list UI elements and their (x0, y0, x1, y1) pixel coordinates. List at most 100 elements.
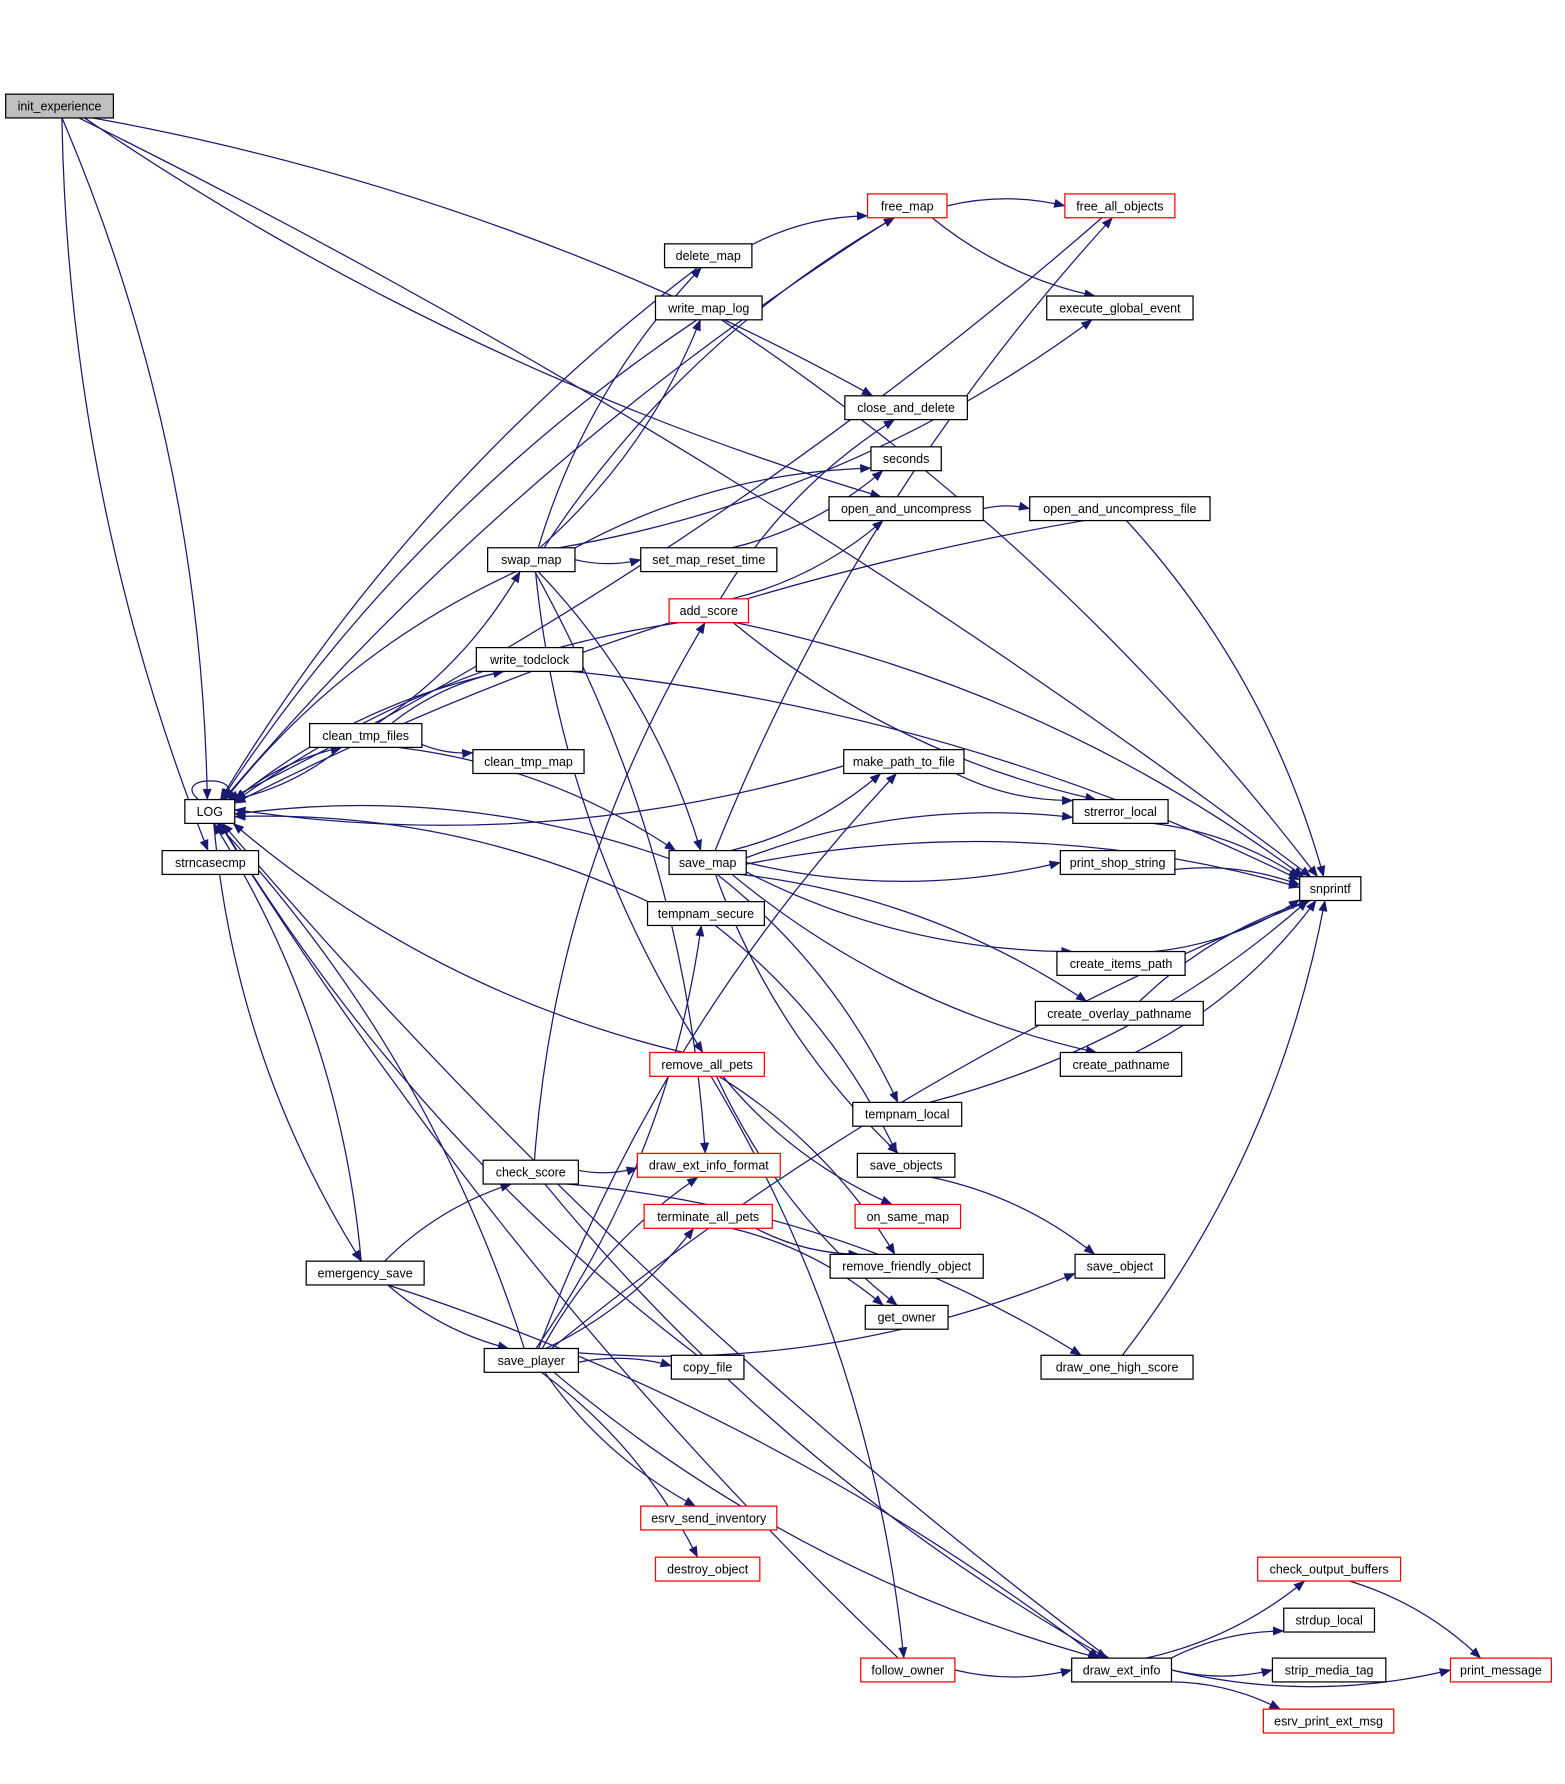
node-box[interactable] (654, 295, 763, 321)
node-box[interactable] (1071, 1657, 1173, 1683)
node-box[interactable] (1056, 950, 1186, 976)
node-box[interactable] (1029, 496, 1211, 522)
node-box[interactable] (1262, 1708, 1395, 1734)
node-box[interactable] (1059, 1051, 1183, 1077)
node-box[interactable] (640, 547, 778, 573)
node-write_todclock[interactable]: write_todclock (475, 646, 584, 673)
node-draw_ext_info_format[interactable]: draw_ext_info_format (636, 1152, 781, 1178)
node-box[interactable] (184, 798, 236, 825)
node-terminate_all_pets[interactable]: terminate_all_pets (643, 1203, 773, 1229)
node-check_score[interactable]: check_score (482, 1159, 579, 1185)
node-save_objects[interactable]: save_objects (856, 1152, 956, 1178)
node-box[interactable] (843, 749, 965, 775)
node-remove_all_pets[interactable]: remove_all_pets (649, 1051, 765, 1077)
node-box[interactable] (636, 1152, 781, 1178)
node-box[interactable] (1449, 1657, 1553, 1683)
node-strncasecmp[interactable]: strncasecmp (161, 849, 260, 876)
node-box[interactable] (646, 901, 765, 927)
node-tempnam_local[interactable]: tempnam_local (852, 1101, 963, 1127)
node-box[interactable] (643, 1203, 773, 1229)
node-get_owner[interactable]: get_owner (864, 1304, 949, 1330)
node-remove_friendly_object[interactable]: remove_friendly_object (829, 1253, 984, 1279)
node-box[interactable] (1040, 1354, 1194, 1380)
node-emergency_save[interactable]: emergency_save (305, 1260, 425, 1286)
node-box[interactable] (161, 849, 260, 876)
node-make_path_to_file[interactable]: make_path_to_file (843, 749, 965, 775)
node-save_player[interactable]: save_player (483, 1347, 579, 1373)
node-box[interactable] (483, 1347, 579, 1373)
node-create_overlay_pathname[interactable]: create_overlay_pathname (1034, 1000, 1204, 1026)
node-box[interactable] (475, 646, 584, 673)
node-box[interactable] (828, 496, 984, 522)
node-clean_tmp_files[interactable]: clean_tmp_files (308, 722, 423, 749)
node-delete_map[interactable]: delete_map (663, 243, 753, 269)
node-strip_media_tag[interactable]: strip_media_tag (1271, 1657, 1387, 1683)
node-check_output_buffers[interactable]: check_output_buffers (1257, 1556, 1402, 1582)
node-box[interactable] (852, 1101, 963, 1127)
node-create_items_path[interactable]: create_items_path (1056, 950, 1186, 976)
node-box[interactable] (1299, 876, 1362, 902)
node-strerror_local[interactable]: strerror_local (1072, 798, 1169, 825)
node-box[interactable] (1046, 295, 1194, 321)
node-box[interactable] (870, 446, 942, 472)
node-box[interactable] (668, 849, 747, 876)
node-execute_global_event[interactable]: execute_global_event (1046, 295, 1194, 321)
node-LOG[interactable]: LOG (184, 798, 236, 825)
node-box[interactable] (663, 243, 753, 269)
node-create_pathname[interactable]: create_pathname (1059, 1051, 1183, 1077)
node-esrv_send_inventory[interactable]: esrv_send_inventory (640, 1505, 778, 1531)
node-follow_owner[interactable]: follow_owner (860, 1657, 956, 1683)
node-box[interactable] (860, 1657, 956, 1683)
node-box[interactable] (829, 1253, 984, 1279)
node-box[interactable] (854, 1203, 962, 1229)
node-write_map_log[interactable]: write_map_log (654, 295, 763, 321)
node-box[interactable] (1283, 1607, 1376, 1633)
node-print_shop_string[interactable]: print_shop_string (1059, 849, 1176, 876)
node-tempnam_secure[interactable]: tempnam_secure (646, 901, 765, 927)
node-seconds[interactable]: seconds (870, 446, 942, 472)
node-esrv_print_ext_msg[interactable]: esrv_print_ext_msg (1262, 1708, 1395, 1734)
node-free_all_objects[interactable]: free_all_objects (1064, 193, 1176, 219)
node-destroy_object[interactable]: destroy_object (654, 1556, 761, 1582)
node-snprintf[interactable]: snprintf (1299, 876, 1362, 902)
node-draw_one_high_score[interactable]: draw_one_high_score (1040, 1354, 1194, 1380)
node-box[interactable] (856, 1152, 956, 1178)
node-box[interactable] (487, 547, 576, 573)
node-box[interactable] (1064, 193, 1176, 219)
node-box[interactable] (1271, 1657, 1387, 1683)
node-box[interactable] (305, 1260, 425, 1286)
node-save_object[interactable]: save_object (1074, 1253, 1166, 1279)
node-open_and_uncompress_file[interactable]: open_and_uncompress_file (1029, 496, 1211, 522)
node-box[interactable] (482, 1159, 579, 1185)
node-copy_file[interactable]: copy_file (670, 1354, 745, 1380)
node-open_and_uncompress[interactable]: open_and_uncompress (828, 496, 984, 522)
node-box[interactable] (654, 1556, 761, 1582)
node-box[interactable] (640, 1505, 778, 1531)
node-box[interactable] (1034, 1000, 1204, 1026)
node-box[interactable] (472, 749, 585, 775)
node-box[interactable] (668, 598, 750, 624)
node-init_experience[interactable]: init_experience (5, 93, 115, 119)
node-box[interactable] (866, 193, 948, 219)
node-box[interactable] (670, 1354, 745, 1380)
node-set_map_reset_time[interactable]: set_map_reset_time (640, 547, 778, 573)
node-box[interactable] (1072, 798, 1169, 825)
node-box[interactable] (864, 1304, 949, 1330)
node-box[interactable] (1059, 849, 1176, 876)
node-box[interactable] (649, 1051, 765, 1077)
node-add_score[interactable]: add_score (668, 598, 750, 624)
node-box[interactable] (5, 93, 115, 119)
node-close_and_delete[interactable]: close_and_delete (844, 395, 968, 421)
node-on_same_map[interactable]: on_same_map (854, 1203, 962, 1229)
node-box[interactable] (308, 722, 423, 749)
node-strdup_local[interactable]: strdup_local (1283, 1607, 1376, 1633)
node-box[interactable] (844, 395, 968, 421)
node-draw_ext_info[interactable]: draw_ext_info (1071, 1657, 1173, 1683)
node-swap_map[interactable]: swap_map (487, 547, 576, 573)
node-free_map[interactable]: free_map (866, 193, 948, 219)
node-clean_tmp_map[interactable]: clean_tmp_map (472, 749, 585, 775)
node-save_map[interactable]: save_map (668, 849, 747, 876)
node-box[interactable] (1074, 1253, 1166, 1279)
node-box[interactable] (1257, 1556, 1402, 1582)
node-print_message[interactable]: print_message (1449, 1657, 1553, 1683)
